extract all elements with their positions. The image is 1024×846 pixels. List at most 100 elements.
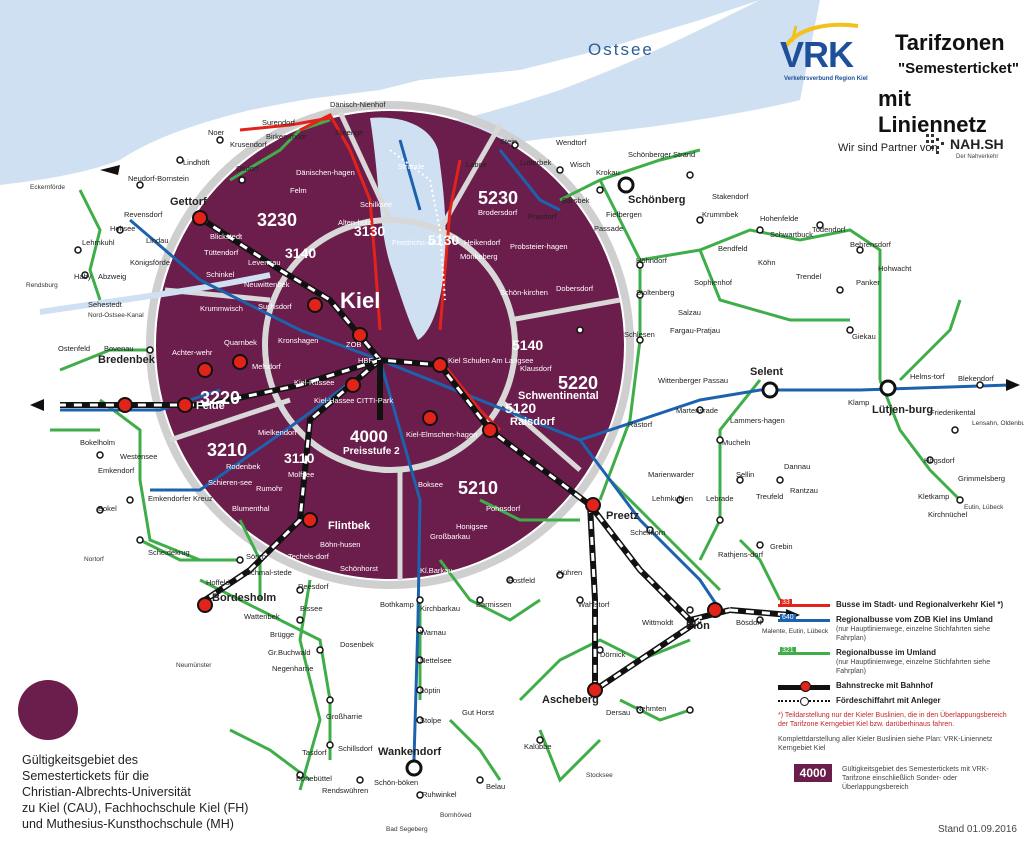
- place-label: Wattenbek: [244, 612, 280, 621]
- partner-text: Wir sind Partner von: [838, 142, 938, 154]
- place-label: Haby: [74, 272, 92, 281]
- place-label: Brügge: [270, 630, 295, 639]
- nah-sh-icon: [924, 132, 946, 156]
- place-label: Rastorf: [628, 420, 653, 429]
- place-label: Pohnsdorf: [486, 504, 521, 513]
- legend-label: Busse im Stadt- und Regionalverkehr Kiel…: [836, 600, 1004, 609]
- edge-label: Nortorf: [84, 556, 104, 563]
- edge-label: Nord-Ostsee-Kanal: [88, 312, 144, 319]
- brand-logo: VRK Verkehrsverbund Region Kiel: [778, 20, 878, 98]
- place-label: Schönberg: [628, 194, 686, 206]
- place-label: Flintbek: [328, 520, 371, 532]
- validity-line-3: Christian-Albrechts-Universität: [22, 785, 191, 799]
- place-label: Schwentinental: [518, 390, 599, 402]
- core-zone-sublabel: Preisstufe 2: [343, 446, 400, 457]
- place-label: Kirchnüchel: [928, 510, 968, 519]
- zone-label-3230: 3230: [257, 210, 298, 230]
- place-label: Wittenberger Passau: [658, 376, 729, 385]
- place-label: Bokel: [98, 504, 117, 513]
- edge-label: Bornhöved: [440, 812, 472, 819]
- place-label: Reesdorf: [298, 582, 329, 591]
- place-label: Hohwacht: [878, 264, 912, 273]
- place-label: Postfeld: [508, 576, 536, 585]
- blue-lines: [60, 139, 1011, 761]
- validity-line-2: Semestertickets für die: [22, 769, 150, 783]
- sea-west: [0, 0, 520, 185]
- place-label: Honigsee: [456, 522, 488, 531]
- place-label: Krummbek: [702, 210, 739, 219]
- fjord-overlay: [370, 117, 446, 340]
- place-label: Neudorf-Bornstein: [128, 174, 189, 183]
- place-label: Blumenthal: [232, 504, 270, 513]
- place-label: Dannau: [784, 462, 811, 471]
- place-label: Bordesholm: [212, 592, 277, 604]
- place-label: Bovenau: [104, 344, 134, 353]
- place-label: Gr.Buchwald: [268, 648, 311, 657]
- place-label: Schilksee: [360, 200, 393, 209]
- place-label: Melsdorf: [252, 362, 281, 371]
- zone-label-3210: 3210: [207, 440, 248, 460]
- place-label: Kiel-Hassee CITTI-Park: [314, 396, 394, 405]
- zone-label-5120: 5120: [505, 400, 537, 416]
- core-zone-label: 4000: [350, 427, 388, 446]
- place-label: Schön-böken: [374, 778, 419, 787]
- zone-dividers: [164, 110, 621, 580]
- place-label: Surendorf: [262, 118, 295, 127]
- place-label: Preetz: [606, 510, 640, 522]
- canal: [39, 272, 271, 315]
- place-label: Sehestedt: [88, 300, 122, 309]
- place-label: ZOB: [346, 340, 362, 349]
- place-label: Rendswühren: [322, 786, 369, 795]
- place-label: Högsdorf: [924, 456, 955, 465]
- place-label: Mucheln: [722, 438, 751, 447]
- place-label: Großharrie: [326, 712, 363, 721]
- legend-code: 321: [780, 647, 796, 654]
- place-label: Königsförde: [130, 258, 171, 267]
- title-line-2: "Semesterticket": [898, 60, 1019, 77]
- place-label: Kiel Schulen Am Langsee: [448, 356, 534, 365]
- legend-swatch: [778, 681, 830, 692]
- place-label: Wisch: [570, 160, 591, 169]
- zone-label-3220: 3220: [200, 388, 241, 408]
- place-label: Treufeld: [756, 492, 784, 501]
- brand-name: VRK: [780, 34, 854, 75]
- place-label: Lehmkuhlen: [652, 494, 693, 503]
- place-label: Bredenbek: [98, 354, 155, 366]
- place-label: Höhndorf: [636, 256, 667, 265]
- legend-footnote: *) Teildarstellung nur der Kieler Buslin…: [778, 712, 1007, 728]
- place-label: Klausdorf: [520, 364, 552, 373]
- place-label: Schönhorst: [340, 564, 378, 573]
- place-label: Probsteier-hagen: [510, 242, 568, 251]
- place-label: Suchsdorf: [258, 302, 292, 311]
- partner-name: NAH.SH: [950, 136, 1004, 152]
- place-label: Stolpe: [420, 716, 442, 725]
- place-label: Ruhwinkel: [422, 790, 457, 799]
- place-label: Brodersdorf: [478, 208, 518, 217]
- place-label: Dobersdorf: [556, 284, 594, 293]
- place-label: Grimmelsberg: [958, 474, 1006, 483]
- place-label: Hoffeld: [206, 578, 230, 587]
- place-label: Behrensdorf: [850, 240, 891, 249]
- place-label: Marienwarder: [648, 470, 694, 479]
- zone-label-5130: 5130: [428, 232, 460, 248]
- place-label: Kalübbe: [524, 742, 552, 751]
- place-label: Hohenfelde: [760, 214, 799, 223]
- place-label: Nettelsee: [420, 656, 452, 665]
- place-label: Schlesen: [624, 330, 655, 339]
- edge-label: Stocksee: [586, 772, 613, 779]
- zone-label-3140: 3140: [285, 245, 317, 261]
- place-label: Holtsee: [110, 224, 136, 233]
- place-label: Tasdorf: [302, 748, 327, 757]
- legend-swatch: [778, 696, 830, 706]
- place-label: Kronshagen: [278, 336, 319, 345]
- place-label: Lindhöft: [183, 158, 210, 167]
- place-label: Martensrade: [676, 406, 719, 415]
- place-label: Wahlstorf: [578, 600, 610, 609]
- zone-label-5230: 5230: [478, 188, 519, 208]
- place-label: Wankendorf: [378, 746, 442, 758]
